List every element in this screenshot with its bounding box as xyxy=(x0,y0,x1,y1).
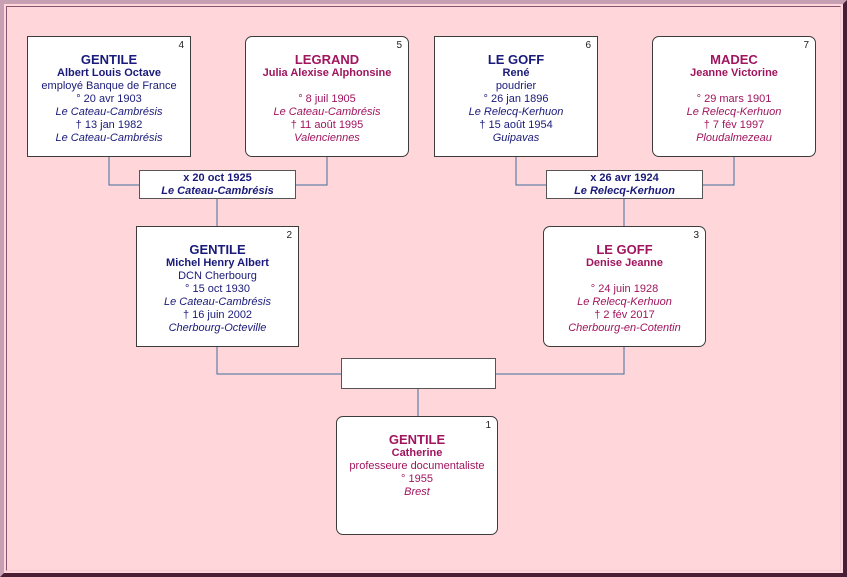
given-names: Jeanne Victorine xyxy=(690,67,778,79)
death-place: Cherbourg-Octeville xyxy=(168,322,267,334)
death-place: Guipavas xyxy=(492,132,540,144)
sosa-number: 4 xyxy=(178,40,184,51)
sosa-number: 1 xyxy=(485,420,491,431)
marriage-box-6-7[interactable]: x 26 avr 1924 Le Relecq-Kerhuon xyxy=(546,170,703,199)
birth-date: ° 15 oct 1930 xyxy=(185,283,250,295)
surname: LEGRAND xyxy=(294,52,360,67)
occupation: employé Banque de France xyxy=(41,80,177,92)
connector-p2-m23 xyxy=(216,346,341,375)
surname: GENTILE xyxy=(80,52,138,67)
marriage-place: Le Cateau-Cambrésis xyxy=(161,185,274,197)
birth-date: ° 8 juil 1905 xyxy=(298,93,356,105)
surname: GENTILE xyxy=(189,242,246,257)
sosa-number: 7 xyxy=(803,40,809,51)
given-names: Albert Louis Octave xyxy=(57,67,161,79)
occupation: professeure documentaliste xyxy=(349,460,485,472)
occupation xyxy=(246,80,408,93)
connector-p3-m23 xyxy=(496,346,625,375)
occupation: DCN Cherbourg xyxy=(178,270,257,282)
marriage-box-4-5[interactable]: x 20 oct 1925 Le Cateau-Cambrésis xyxy=(139,170,296,199)
marriage-date: x 26 avr 1924 xyxy=(590,172,659,184)
birth-place: Le Cateau-Cambrésis xyxy=(55,106,163,118)
given-names: Julia Alexise Alphonsine xyxy=(262,67,392,79)
death-date: † 13 jan 1982 xyxy=(75,119,143,131)
person-card-5[interactable]: 5 LEGRAND Julia Alexise Alphonsine ° 8 j… xyxy=(245,36,409,157)
occupation: poudrier xyxy=(495,80,537,92)
connector-p7-m67 xyxy=(703,156,735,186)
person-card-3[interactable]: 3 LE GOFF Denise Jeanne ° 24 juin 1928 L… xyxy=(543,226,706,347)
surname: LE GOFF xyxy=(596,242,653,257)
death-place: Le Cateau-Cambrésis xyxy=(55,132,163,144)
sosa-number: 2 xyxy=(286,230,292,241)
chart-inner-border xyxy=(6,6,841,571)
marriage-place: Le Relecq-Kerhuon xyxy=(574,185,675,197)
sosa-number: 5 xyxy=(396,40,402,51)
connector-p4-m45 xyxy=(108,156,139,186)
sosa-number: 3 xyxy=(693,230,699,241)
death-date: † 15 août 1954 xyxy=(479,119,553,131)
birth-place: Le Cateau-Cambrésis xyxy=(164,296,271,308)
birth-date: ° 1955 xyxy=(401,473,433,485)
given-names: René xyxy=(502,67,530,79)
occupation xyxy=(544,270,705,283)
birth-place: Brest xyxy=(404,486,430,498)
surname: LE GOFF xyxy=(487,52,545,67)
connector-p6-m67 xyxy=(515,156,546,186)
marriage-box-2-3[interactable] xyxy=(341,358,496,389)
death-date: † 7 fév 1997 xyxy=(703,119,765,131)
person-card-6[interactable]: 6 LE GOFF René poudrier ° 26 jan 1896 Le… xyxy=(434,36,598,157)
birth-date: ° 24 juin 1928 xyxy=(590,283,659,295)
connector-p5-m45 xyxy=(296,156,328,186)
birth-date: ° 26 jan 1896 xyxy=(483,93,549,105)
given-names: Catherine xyxy=(391,447,443,459)
birth-date: ° 29 mars 1901 xyxy=(696,93,772,105)
surname: MADEC xyxy=(710,52,758,67)
death-place: Cherbourg-en-Cotentin xyxy=(568,322,681,334)
marriage-date: x 20 oct 1925 xyxy=(183,172,252,184)
birth-date: ° 20 avr 1903 xyxy=(76,93,142,105)
birth-place: Le Relecq-Kerhuon xyxy=(686,106,782,118)
occupation xyxy=(653,80,815,93)
person-card-2[interactable]: 2 GENTILE Michel Henry Albert DCN Cherbo… xyxy=(136,226,299,347)
person-card-1[interactable]: 1 GENTILE Catherine professeure document… xyxy=(336,416,498,535)
given-names: Michel Henry Albert xyxy=(166,257,269,269)
birth-place: Le Relecq-Kerhuon xyxy=(468,106,564,118)
surname: GENTILE xyxy=(388,432,446,447)
death-date: † 16 juin 2002 xyxy=(182,309,253,321)
sosa-number: 6 xyxy=(585,40,591,51)
person-card-4[interactable]: 4 GENTILE Albert Louis Octave employé Ba… xyxy=(27,36,191,157)
birth-place: Le Cateau-Cambrésis xyxy=(273,106,381,118)
death-place: Valenciennes xyxy=(294,132,360,144)
death-place: Ploudalmezeau xyxy=(696,132,772,144)
person-card-7[interactable]: 7 MADEC Jeanne Victorine ° 29 mars 1901 … xyxy=(652,36,816,157)
given-names: Denise Jeanne xyxy=(585,257,664,269)
birth-place: Le Relecq-Kerhuon xyxy=(577,296,672,308)
death-date: † 2 fév 2017 xyxy=(594,309,655,321)
death-date: † 11 août 1995 xyxy=(290,119,364,131)
